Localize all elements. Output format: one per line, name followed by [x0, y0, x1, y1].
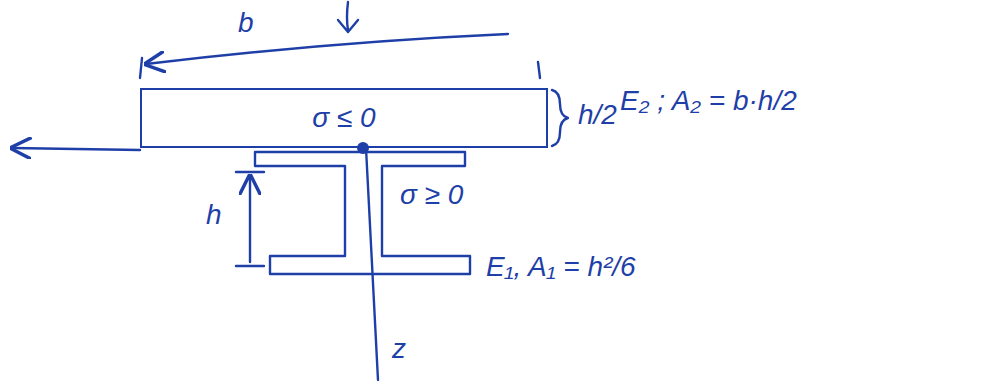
dimension-tick: [140, 58, 540, 78]
annotation-label: E₂ ; A₂ = b·h/2: [620, 86, 797, 117]
dimension-arrow: [249, 176, 251, 262]
annotation-label: z: [392, 334, 406, 365]
z-axis: [366, 148, 378, 380]
height-brace: [552, 90, 568, 146]
annotation-label: σ ≥ 0: [400, 180, 463, 211]
dimension-arrow: [146, 34, 508, 64]
annotation-label: h/2: [578, 100, 617, 131]
i-beam: [255, 152, 470, 274]
load-arrow: [338, 2, 358, 32]
slab-box: σ ≤ 0: [140, 88, 548, 148]
dimension-tick: [236, 172, 264, 266]
stress-sign: σ ≤ 0: [142, 103, 546, 134]
centroid-dot: [357, 142, 369, 154]
annotation-label: h: [206, 200, 222, 231]
force-arrow: [12, 148, 140, 150]
annotation-label: b: [238, 8, 254, 39]
annotation-label: E₁, A₁ = h²/6: [486, 252, 636, 283]
